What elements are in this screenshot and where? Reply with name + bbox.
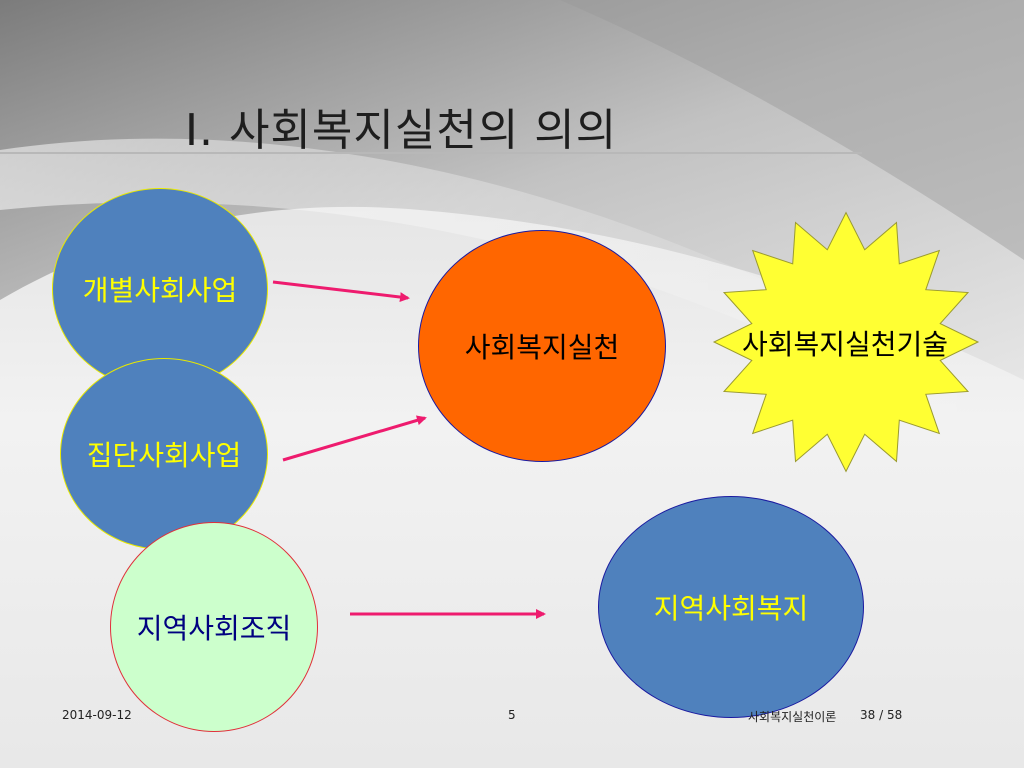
node-individual-label: 개별사회사업 bbox=[82, 274, 238, 307]
node-community-organization: 지역사회조직 bbox=[110, 522, 318, 732]
starburst-label-wrap: 사회복지실천기술 bbox=[700, 320, 990, 366]
node-group-label: 집단사회사업 bbox=[86, 439, 242, 472]
arrow-group-to-practice bbox=[282, 415, 427, 462]
node-community-welfare: 지역사회복지 bbox=[598, 496, 864, 718]
node-practice-label: 사회복지실천 bbox=[464, 331, 620, 364]
node-community-org-label: 지역사회조직 bbox=[136, 612, 292, 645]
footer-date: 2014-09-12 bbox=[62, 708, 132, 722]
footer-slide-count: 38 / 58 bbox=[860, 708, 903, 722]
node-social-welfare-practice: 사회복지실천 bbox=[418, 230, 666, 462]
starburst-shape bbox=[712, 211, 980, 473]
slide-title: Ⅰ. 사회복지실천의 의의 bbox=[185, 105, 618, 156]
node-community-welfare-label: 지역사회복지 bbox=[653, 592, 809, 625]
footer-page-number: 5 bbox=[508, 708, 516, 722]
node-individual-casework: 개별사회사업 bbox=[52, 188, 268, 390]
footer-course-title: 사회복지실천이론 bbox=[748, 710, 837, 724]
title-divider bbox=[0, 152, 862, 154]
node-group-work: 집단사회사업 bbox=[60, 358, 268, 550]
arrow-individual-to-practice bbox=[272, 280, 410, 303]
starburst-label: 사회복지실천기술 bbox=[741, 328, 949, 361]
